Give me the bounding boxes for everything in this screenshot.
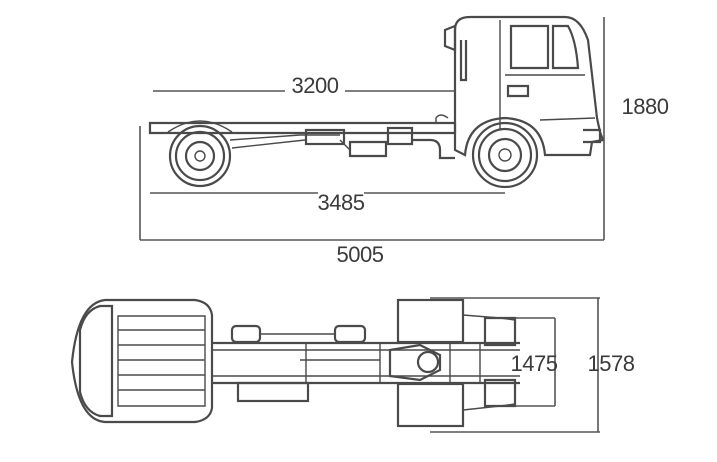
rear-wheel [167, 120, 233, 188]
cab-to-axle-label: 3485 [318, 190, 365, 215]
truck-cab [443, 15, 605, 157]
cab-to-axle-dimension: 3485 [150, 190, 505, 215]
overall-length-label: 5005 [337, 242, 384, 267]
overall-length-dimension: 5005 [139, 126, 605, 267]
overall-width-dimension: 1578 [430, 297, 635, 433]
wheelbase-dimension: 3200 [153, 73, 455, 98]
side-view: 3200 1880 3485 5005 [139, 15, 669, 267]
rear-axle-top [396, 298, 517, 428]
rear-track-label: 1475 [511, 351, 558, 376]
cab-top [70, 298, 214, 424]
wheelbase-label: 3200 [292, 73, 339, 98]
top-view: 1475 1578 [70, 297, 635, 433]
overall-width-label: 1578 [588, 351, 635, 376]
chassis-top [212, 324, 520, 403]
height-label: 1880 [622, 94, 669, 119]
front-wheel [471, 121, 539, 189]
rear-track-dimension: 1475 [511, 317, 558, 407]
height-dimension: 1880 [603, 17, 669, 150]
